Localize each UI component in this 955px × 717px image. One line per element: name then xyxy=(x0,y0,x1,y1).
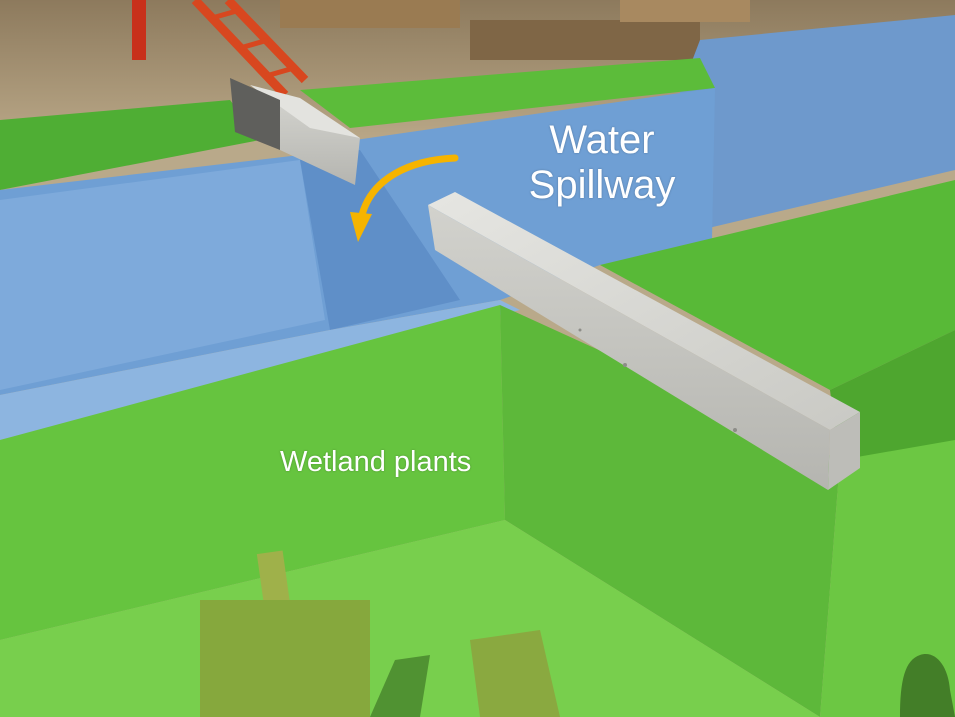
spillway-concrete-beam xyxy=(428,192,860,490)
wetland-zone-right-ground xyxy=(820,440,955,717)
wetland-zone-far-center xyxy=(300,58,715,128)
back-concrete-beam xyxy=(230,78,360,185)
person-shadow xyxy=(900,654,955,717)
wetland-zone-front-wall xyxy=(0,305,505,640)
water-zone-channel xyxy=(300,150,460,330)
camera-shadow xyxy=(370,655,430,717)
wetland-zone-right-lower xyxy=(830,330,955,470)
wooden-board xyxy=(200,600,370,717)
wetland-zone-far-left xyxy=(0,100,260,190)
wooden-form xyxy=(470,630,560,717)
wetland-zone-side-wall xyxy=(500,305,840,717)
ladder xyxy=(191,0,309,99)
wetland-zone-right-upper xyxy=(600,180,955,390)
curved-arrow-down-icon xyxy=(358,154,459,219)
lumber-stack xyxy=(280,0,460,28)
water-zone-left-wall xyxy=(0,160,325,390)
red-post xyxy=(132,0,146,60)
spillway-label-line2: Spillway xyxy=(528,163,676,207)
water-spillway-label: Water Spillway xyxy=(512,118,692,208)
wetland-plants-label: Wetland plants xyxy=(280,446,472,478)
lumber-stack-2 xyxy=(470,20,700,60)
lumber-stack-3 xyxy=(620,0,750,22)
spillway-label-line1: Water xyxy=(549,118,655,162)
arrow-head xyxy=(350,212,372,242)
